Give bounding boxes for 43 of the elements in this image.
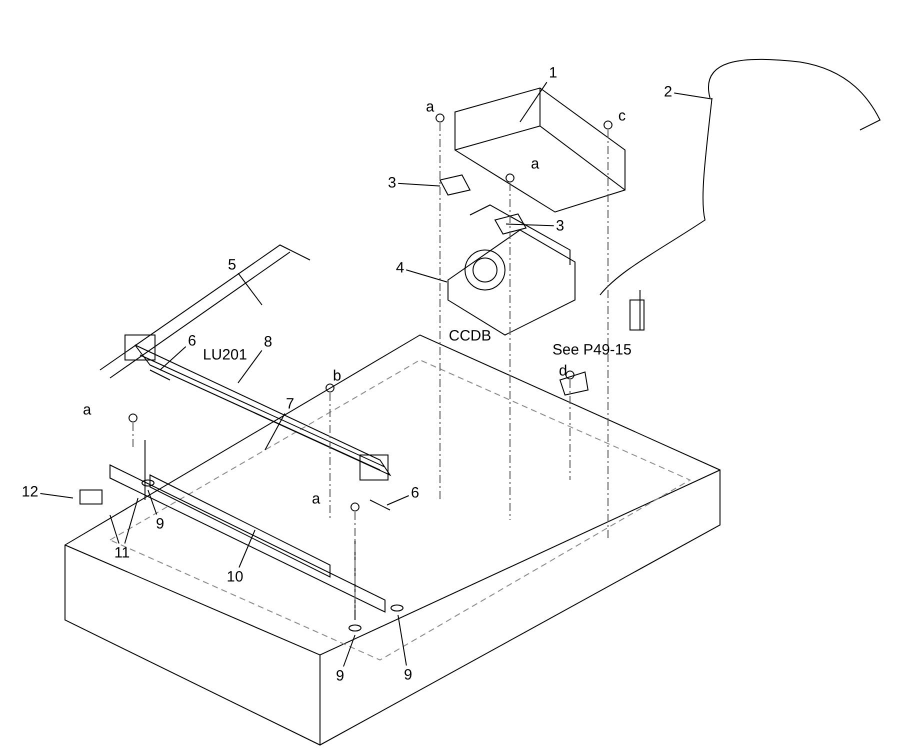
callout-letter: b: [332, 368, 342, 384]
callout-number: 6: [188, 334, 196, 348]
callout-number: 3: [556, 218, 564, 234]
callout-number: 4: [396, 260, 404, 276]
callout-number: 9: [336, 668, 344, 684]
leader-line: [520, 82, 548, 122]
callout-number: 10: [226, 570, 244, 584]
callout-number: 9: [156, 516, 164, 532]
callout-letter: a: [530, 156, 540, 172]
leader-line: [398, 614, 407, 666]
leader-line: [506, 224, 554, 226]
callout-letter: a: [82, 402, 92, 418]
callout-letter: a: [312, 492, 320, 506]
leader-line: [398, 182, 440, 186]
callout-number: 1: [548, 66, 558, 80]
leader-line: [238, 350, 262, 384]
callout-number: 12: [22, 484, 38, 500]
callout-number: 3: [388, 176, 396, 190]
callout-number: 2: [664, 84, 672, 100]
leader-line: [110, 514, 120, 544]
leader-line: [674, 92, 712, 100]
callout-number: 7: [286, 396, 294, 412]
leader-line: [264, 413, 286, 450]
callout-letter: a: [426, 100, 434, 114]
leader-line: [386, 495, 410, 506]
leader-line: [40, 492, 74, 498]
leader-line: [238, 272, 262, 306]
leader-line: [342, 634, 356, 667]
callout-number: 11: [114, 546, 130, 560]
callout-number: 5: [228, 258, 236, 272]
callout-number: 6: [410, 486, 420, 500]
leader-line: [238, 530, 256, 568]
callout-number: 9: [404, 668, 412, 682]
callout-number: 8: [264, 334, 272, 350]
callout-letter: c: [618, 108, 626, 124]
leader-line: [148, 490, 158, 515]
callout-letter: d: [558, 364, 568, 378]
leader-line: [160, 346, 186, 370]
part-label: CCDB: [448, 328, 492, 344]
leader-line: [406, 269, 448, 282]
part-label: LU201: [202, 348, 248, 362]
reference-note: See P49-15: [552, 342, 632, 358]
leader-line: [124, 498, 138, 544]
